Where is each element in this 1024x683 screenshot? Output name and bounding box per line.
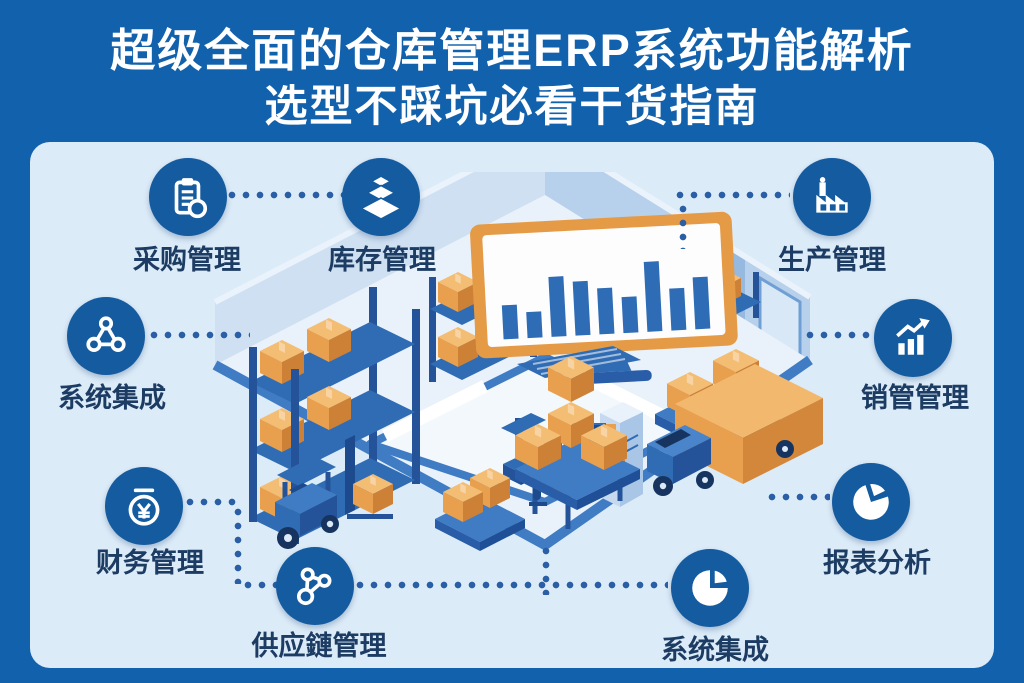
dotted-connector [806, 331, 872, 339]
dotted-connector [679, 205, 687, 249]
supply-network-icon [292, 563, 338, 609]
dotted-connector [186, 498, 242, 506]
feature-label-reports: 报表分析 [823, 548, 931, 578]
feature-circle-sales [874, 299, 952, 377]
feature-circle-supply-chain [276, 547, 354, 625]
dotted-connector [542, 547, 550, 595]
feature-circle-production [793, 158, 871, 236]
factory-icon [809, 174, 855, 220]
dotted-connector [228, 191, 346, 199]
feature-circle-finance [105, 467, 183, 545]
feature-circle-reports [832, 463, 910, 541]
pallet-crates [515, 356, 640, 510]
network-nodes-icon [83, 313, 129, 359]
warehouse-illustration [212, 172, 823, 551]
dotted-connector [244, 581, 668, 589]
dotted-connector [676, 191, 790, 199]
delivery-truck [647, 364, 823, 496]
feature-label-production: 生产管理 [778, 245, 886, 275]
growth-chart-icon [890, 315, 936, 361]
feature-circle-inventory [342, 158, 420, 236]
crate-stack [435, 468, 525, 551]
feature-label-integration-bottom: 系统集成 [661, 635, 769, 665]
yuan-coin-icon [121, 483, 167, 529]
feature-label-procurement: 采购管理 [133, 245, 241, 275]
dotted-connector [234, 508, 242, 584]
dashboard-monitor [470, 211, 738, 385]
clipboard-icon [165, 174, 211, 220]
forklift [275, 435, 393, 549]
feature-circle-procurement [149, 158, 227, 236]
monitor-bar-chart [501, 261, 711, 340]
dotted-connector [150, 331, 250, 339]
feature-label-sales: 销管管理 [861, 383, 969, 413]
feature-label-finance: 财务管理 [96, 548, 204, 578]
stacked-boxes-icon [358, 174, 404, 220]
feature-circle-integration-left [67, 297, 145, 375]
feature-label-inventory: 库存管理 [328, 245, 436, 275]
feature-label-supply-chain: 供应鏈管理 [251, 631, 387, 661]
pie-chart-icon [848, 479, 894, 525]
pie-chart-icon [687, 565, 733, 611]
feature-circle-integration-bottom [671, 549, 749, 627]
dotted-connector [768, 493, 830, 501]
feature-label-integration-left: 系统集成 [58, 383, 166, 413]
poster-title-line2: 选型不踩坑必看干货指南 [264, 83, 760, 131]
poster-title-line1: 超级全面的仓库管理ERP系统功能解析 [110, 25, 914, 76]
